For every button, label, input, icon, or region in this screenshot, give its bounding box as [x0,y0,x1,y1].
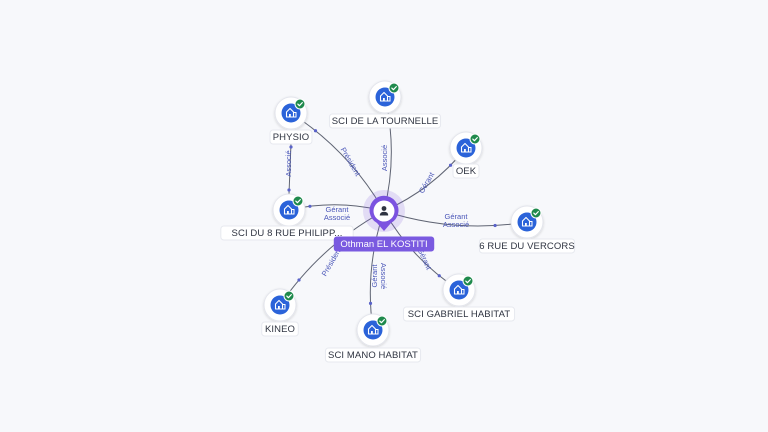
company-node[interactable]: 6 RUE DU VERCORS [478,205,576,254]
company-link-arrow [287,188,291,192]
edge-arrow-5 [297,278,301,282]
building-icon [460,142,472,153]
company-name: 6 RUE DU VERCORS [479,241,575,252]
company-name: SCI DU 8 RUE PHILIPP... [232,228,343,239]
check-icon [283,290,295,302]
person-name: Othman EL KOSTITI [340,239,427,250]
relation-label: Gérant [326,205,350,214]
relation-label: Gérant [417,170,437,195]
company-node-circle [279,200,299,220]
relation-label: Associé [379,263,388,289]
company-name: SCI MANO HABITAT [328,350,418,361]
company-label: SCI MANO HABITAT [324,347,422,363]
relation-label: Gérant [370,264,379,288]
company-node[interactable]: SCI DU 8 RUE PHILIPP... [220,193,354,241]
company-link-arrow [289,145,293,149]
edge-arrow-1 [448,163,453,167]
company-node-circle [517,212,537,232]
company-node-circle [449,280,469,300]
building-icon [521,216,533,227]
company-label: SCI DU 8 RUE PHILIPP... [220,225,354,241]
company-link-0 [288,142,292,195]
relation-label: Associé [284,150,293,176]
company-node[interactable]: KINEO [261,288,299,337]
relation-label: Associé [443,220,469,229]
company-node[interactable]: OEK [449,131,483,179]
check-icon [469,133,481,145]
center-label: Othman EL KOSTITI [333,236,435,252]
edge-2 [383,210,528,227]
company-node-circle [270,295,290,315]
company-node[interactable]: SCI DE LA TOURNELLE [328,80,442,129]
edge-arrow-6 [308,204,312,208]
relation-label: Président [339,146,363,179]
company-node[interactable]: SCI MANO HABITAT [324,313,422,363]
company-node[interactable]: SCI GABRIEL HABITAT [402,273,516,322]
company-node[interactable]: PHYSIO [269,96,313,145]
company-label: SCI DE LA TOURNELLE [328,113,442,129]
check-icon [292,195,304,207]
edge-arrow-2 [493,223,497,228]
company-name: KINEO [265,324,295,335]
building-icon [283,204,295,215]
nodes-layer: SCI DE LA TOURNELLE OEK 6 RUE DU VERCORS SC… [220,80,576,363]
company-node-circle [456,138,476,158]
check-icon [294,98,306,110]
company-label: KINEO [261,321,299,337]
relation-label: Gérant [445,212,469,221]
building-icon [285,107,297,118]
company-label: 6 RUE DU VERCORS [478,238,576,254]
check-icon [388,82,400,94]
edge-arrow-4 [368,301,373,305]
relation-label: Associé [380,145,389,171]
company-label: SCI GABRIEL HABITAT [402,306,516,322]
check-icon [462,275,474,287]
company-node-circle [375,87,395,107]
company-name: SCI DE LA TOURNELLE [332,116,439,127]
company-name: PHYSIO [273,132,310,143]
check-icon [376,315,388,327]
company-node-circle [363,320,383,340]
company-label: PHYSIO [269,129,313,145]
edge-arrow-7 [313,129,318,133]
edge-arrow-3 [437,274,441,278]
center-node[interactable]: Othman EL KOSTITI [333,190,435,252]
center-inner [373,200,395,222]
check-icon [530,207,542,219]
building-icon [367,324,379,335]
company-node-circle [281,103,301,123]
edges-layer [279,96,528,331]
building-icon [274,299,286,310]
company-name: OEK [456,166,477,177]
building-icon [379,91,391,102]
relation-label: Associé [324,213,350,222]
person-icon [379,206,389,216]
company-name: SCI GABRIEL HABITAT [408,309,511,320]
company-label: OEK [452,163,480,179]
building-icon [453,284,465,295]
